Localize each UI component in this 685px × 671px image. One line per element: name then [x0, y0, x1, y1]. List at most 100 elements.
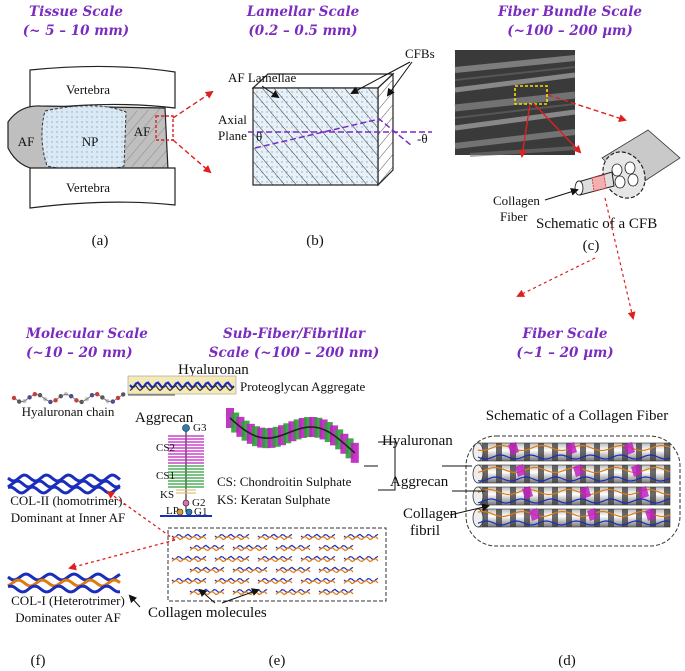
collagen-molecule-orange: [232, 568, 268, 574]
fibril-band: [636, 509, 642, 527]
fibril-end: [472, 464, 484, 484]
collagen-molecule-orange: [214, 557, 250, 563]
bond: [91, 393, 98, 396]
collagen-molecules-pattern: [171, 533, 379, 596]
collagen-molecules-arrow-1: [198, 588, 216, 604]
fibril-band: [594, 465, 600, 483]
vertebra-bottom-shape: [29, 167, 176, 209]
hyaluronan-label: Hyaluronan: [178, 362, 249, 378]
fibril-band: [594, 443, 600, 461]
zoom-box-c: [514, 85, 548, 105]
fibril-band: [664, 465, 670, 483]
cfb-schematic: [574, 129, 681, 199]
strip-strand-1: [129, 381, 235, 389]
panel-a-tag: (a): [92, 233, 109, 249]
bond: [50, 399, 56, 403]
collagen-molecule-orange: [257, 535, 293, 541]
theta-label: θ: [256, 129, 262, 144]
collagen-molecule-blue: [232, 544, 268, 550]
fibril-band: [636, 443, 642, 461]
arrow-c-zoom: [547, 94, 627, 122]
fibril-band: [496, 443, 502, 461]
collagen-molecule-orange: [257, 557, 293, 563]
fibril-collagen-strand: [477, 488, 670, 496]
fibril-band: [622, 487, 628, 505]
g2-label: G2: [192, 497, 205, 509]
g1-label: G1: [194, 506, 207, 518]
hyaluronan-chain-model: [11, 391, 126, 405]
hyaluronan-strip-chain: [129, 381, 235, 392]
bond: [55, 395, 62, 401]
atom: [63, 391, 69, 397]
cfbs-arrow-2: [386, 61, 413, 97]
collagen-molecule-blue: [343, 577, 379, 583]
col2-strand-3: [7, 485, 121, 495]
fibril-hyaluronan: [477, 454, 671, 460]
collagen-molecule-blue: [232, 566, 268, 572]
fibril-hyaluronan: [477, 498, 671, 504]
fibril-band: [664, 443, 670, 461]
fibril-band: [622, 509, 628, 527]
fibril-band: [622, 465, 628, 483]
fibril-aggrecan: [638, 486, 649, 499]
collagen-molecule-blue: [171, 533, 207, 539]
collagen-molecule-orange: [171, 535, 207, 541]
panel-f-tag: (f): [31, 653, 46, 669]
fibril-aggrecan: [522, 486, 533, 499]
collagen-molecule-blue: [300, 533, 336, 539]
vertebra-top-label: Vertebra: [66, 82, 110, 97]
np-label: NP: [82, 134, 99, 149]
pg-backbone: [229, 417, 356, 454]
bond: [29, 393, 36, 398]
collagen-molecule-blue: [318, 566, 354, 572]
fibril-band: [636, 487, 642, 505]
panel-c-tag: (c): [583, 238, 600, 254]
bond: [70, 395, 77, 401]
collagen-molecule-blue: [300, 577, 336, 583]
bond: [13, 397, 20, 402]
fibril-band: [482, 509, 488, 527]
hyaluronan-chain-label: Hyaluronan chain: [22, 404, 115, 419]
collagen-molecule-orange: [214, 535, 250, 541]
bond: [24, 397, 30, 402]
fibril-band: [608, 443, 614, 461]
fibril-band: [580, 509, 586, 527]
panel-d-subtitle: (~1 – 20 µm): [516, 345, 613, 361]
ks-note: KS: Keratan Sulphate: [217, 492, 331, 507]
panel-d-title: Fiber Scale: [522, 326, 608, 342]
panel-d: Fiber Scale (~1 – 20 µm) Schematic of a …: [364, 326, 681, 669]
col1-label-2: Dominates outer AF: [15, 610, 120, 625]
panel-f-title: Molecular Scale: [25, 326, 148, 342]
g2-domain: [182, 499, 190, 507]
collagen-molecule-blue: [343, 533, 379, 539]
fibril-end: [472, 442, 484, 462]
panel-b-subtitle: (0.2 – 0.5 mm): [248, 23, 357, 39]
fibril-band: [650, 487, 656, 505]
fibril-band: [622, 443, 628, 461]
bracket: [378, 441, 396, 491]
fibril-band: [482, 465, 488, 483]
fibril-band: [482, 443, 488, 461]
aggrecan-label: Aggrecan: [135, 410, 194, 426]
collagen-fibrils: [472, 442, 671, 528]
bond: [96, 393, 103, 398]
fibril-band: [538, 487, 544, 505]
collagen-molecule-blue: [232, 588, 268, 594]
collagen-molecule-blue: [171, 577, 207, 583]
lamella-front-hatch: [253, 88, 378, 185]
fibril-band: [510, 509, 516, 527]
collagen-molecule-blue: [257, 555, 293, 561]
arrow-e-to-col1: [68, 539, 176, 571]
collagen-molecule-orange: [232, 546, 268, 552]
fibril-aggrecan: [573, 464, 584, 477]
fibril-band: [608, 509, 614, 527]
panel-b: Lamellar Scale (0.2 – 0.5 mm) AF Lamella…: [218, 4, 435, 249]
fibril-band: [538, 509, 544, 527]
collagen-fibril-label-2: fibril: [410, 523, 440, 539]
panel-a: Tissue Scale (~ 5 – 10 mm) Vertebra Vert…: [7, 4, 214, 249]
af-left-label: AF: [18, 134, 35, 149]
collagen-molecule-orange: [189, 568, 225, 574]
axial-label-2: Plane: [218, 128, 247, 143]
fibril-hyaluronan: [477, 476, 671, 482]
col2-label-2: Dominant at Inner AF: [11, 510, 125, 525]
